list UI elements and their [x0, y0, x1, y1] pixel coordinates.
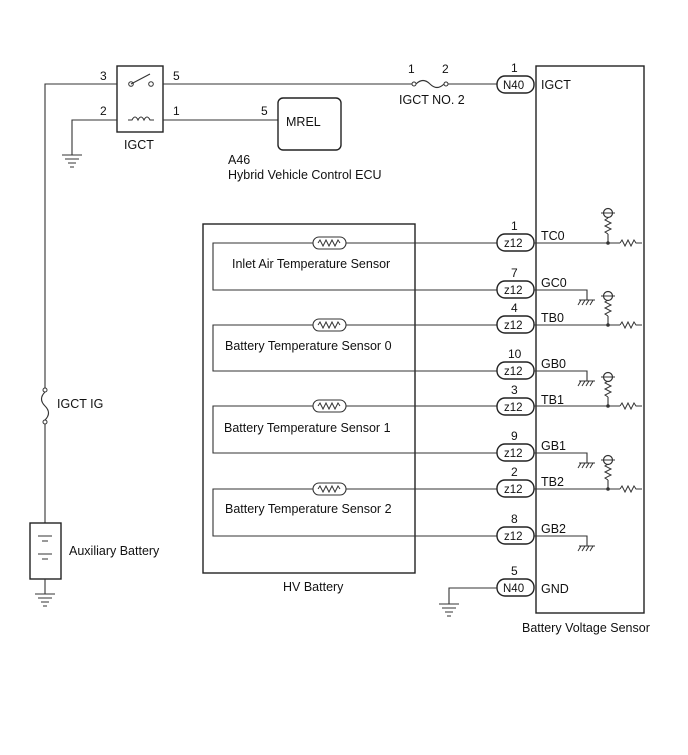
hv-battery-box — [202, 223, 416, 574]
conn-label: z12 — [504, 285, 523, 297]
conn-tb2: z12 2 TB2 — [496, 465, 564, 498]
ground-icon — [62, 154, 82, 168]
conn-pin: 1 — [511, 61, 518, 75]
ground-icon — [439, 603, 459, 617]
relay-pin-2: 2 — [100, 104, 107, 118]
conn-label: z12 — [504, 402, 523, 414]
sensor-label-2: Battery Temperature Sensor 1 — [224, 421, 391, 435]
conn-tb0: z12 4 TB0 — [496, 301, 564, 334]
fuse-pin-1: 1 — [408, 62, 415, 76]
pullup-resistor-icon — [534, 371, 642, 411]
mrel-box — [277, 97, 342, 151]
battery-voltage-sensor-label: Battery Voltage Sensor — [522, 621, 650, 635]
fuse-igct-ig-label: IGCT IG — [57, 397, 103, 411]
relay-pin-1: 1 — [173, 104, 180, 118]
conn-label: N40 — [503, 80, 524, 92]
relay-coil-icon — [128, 116, 154, 122]
igct-relay-label: IGCT — [124, 138, 154, 152]
fuse-pin-2: 2 — [442, 62, 449, 76]
mrel-label: MREL — [286, 115, 321, 129]
conn-gb2: z12 8 GB2 — [496, 512, 566, 545]
terminal-label: GB1 — [541, 439, 566, 453]
conn-igct: N40 1 IGCT — [496, 61, 571, 94]
sensor-label-3: Battery Temperature Sensor 2 — [225, 502, 392, 516]
thermistor-icon — [312, 399, 347, 413]
terminal-label: TC0 — [541, 229, 565, 243]
mrel-pin-5: 5 — [261, 104, 268, 118]
conn-pin: 4 — [511, 301, 518, 315]
thermistor-icon — [312, 482, 347, 496]
conn-gc0: z12 7 GC0 — [496, 266, 567, 299]
relay-pin-3: 3 — [100, 69, 107, 83]
conn-pin: 5 — [511, 564, 518, 578]
conn-pin: 9 — [511, 429, 518, 443]
conn-label: z12 — [504, 320, 523, 332]
pullup-resistor-icon — [534, 207, 642, 248]
terminal-label: GND — [541, 582, 569, 596]
sensor-label-0: Inlet Air Temperature Sensor — [232, 257, 390, 271]
conn-pin: 2 — [511, 465, 518, 479]
ground-icon — [534, 370, 595, 387]
fuse-igct-ig-icon — [40, 387, 50, 425]
pullup-resistor-icon — [534, 290, 642, 330]
ground-icon — [534, 452, 595, 469]
conn-pin: 10 — [508, 347, 522, 361]
conn-label: z12 — [504, 448, 523, 460]
conn-gb0: z12 10 GB0 — [496, 347, 566, 380]
terminal-label: TB1 — [541, 393, 564, 407]
sensor-inlet-air: Inlet Air Temperature Sensor — [212, 236, 497, 291]
aux-battery-label: Auxiliary Battery — [69, 544, 160, 558]
ecu-code: A46 — [228, 153, 250, 167]
battery-voltage-sensor-box — [535, 65, 645, 614]
conn-pin: 3 — [511, 383, 518, 397]
thermistor-icon — [312, 318, 347, 332]
conn-label: z12 — [504, 531, 523, 543]
battery-icon — [29, 522, 62, 580]
ground-icon — [534, 535, 595, 552]
igct-relay — [116, 65, 164, 133]
pullup-resistor-icon — [534, 454, 642, 494]
sensor-label-1: Battery Temperature Sensor 0 — [225, 339, 392, 353]
terminal-label: IGCT — [541, 78, 571, 92]
hv-battery-label: HV Battery — [283, 580, 344, 594]
ground-icon — [534, 289, 595, 306]
conn-tb1: z12 3 TB1 — [496, 383, 564, 416]
ecu-name: Hybrid Vehicle Control ECU — [228, 168, 382, 182]
sensor-battery-temp-0: Battery Temperature Sensor 0 — [212, 318, 497, 372]
relay-pin-5: 5 — [173, 69, 180, 83]
terminal-label: GB2 — [541, 522, 566, 536]
conn-pin: 1 — [511, 219, 518, 233]
sensor-battery-temp-1: Battery Temperature Sensor 1 — [212, 399, 497, 454]
conn-pin: 7 — [511, 266, 518, 280]
conn-label: z12 — [504, 238, 523, 250]
ground-icon — [35, 593, 55, 607]
conn-pin: 8 — [511, 512, 518, 526]
terminal-label: GB0 — [541, 357, 566, 371]
sensor-battery-temp-2: Battery Temperature Sensor 2 — [212, 482, 497, 537]
thermistor-icon — [312, 236, 347, 250]
relay-switch-icon — [116, 65, 164, 133]
terminal-label: TB2 — [541, 475, 564, 489]
terminal-label: TB0 — [541, 311, 564, 325]
terminal-label: GC0 — [541, 276, 567, 290]
fuse-igct-no2-icon — [411, 79, 449, 89]
conn-label: z12 — [504, 366, 523, 378]
conn-label: z12 — [504, 484, 523, 496]
fuse-igct-no2-label: IGCT NO. 2 — [399, 93, 465, 107]
conn-label: N40 — [503, 583, 524, 595]
conn-gb1: z12 9 GB1 — [496, 429, 566, 462]
